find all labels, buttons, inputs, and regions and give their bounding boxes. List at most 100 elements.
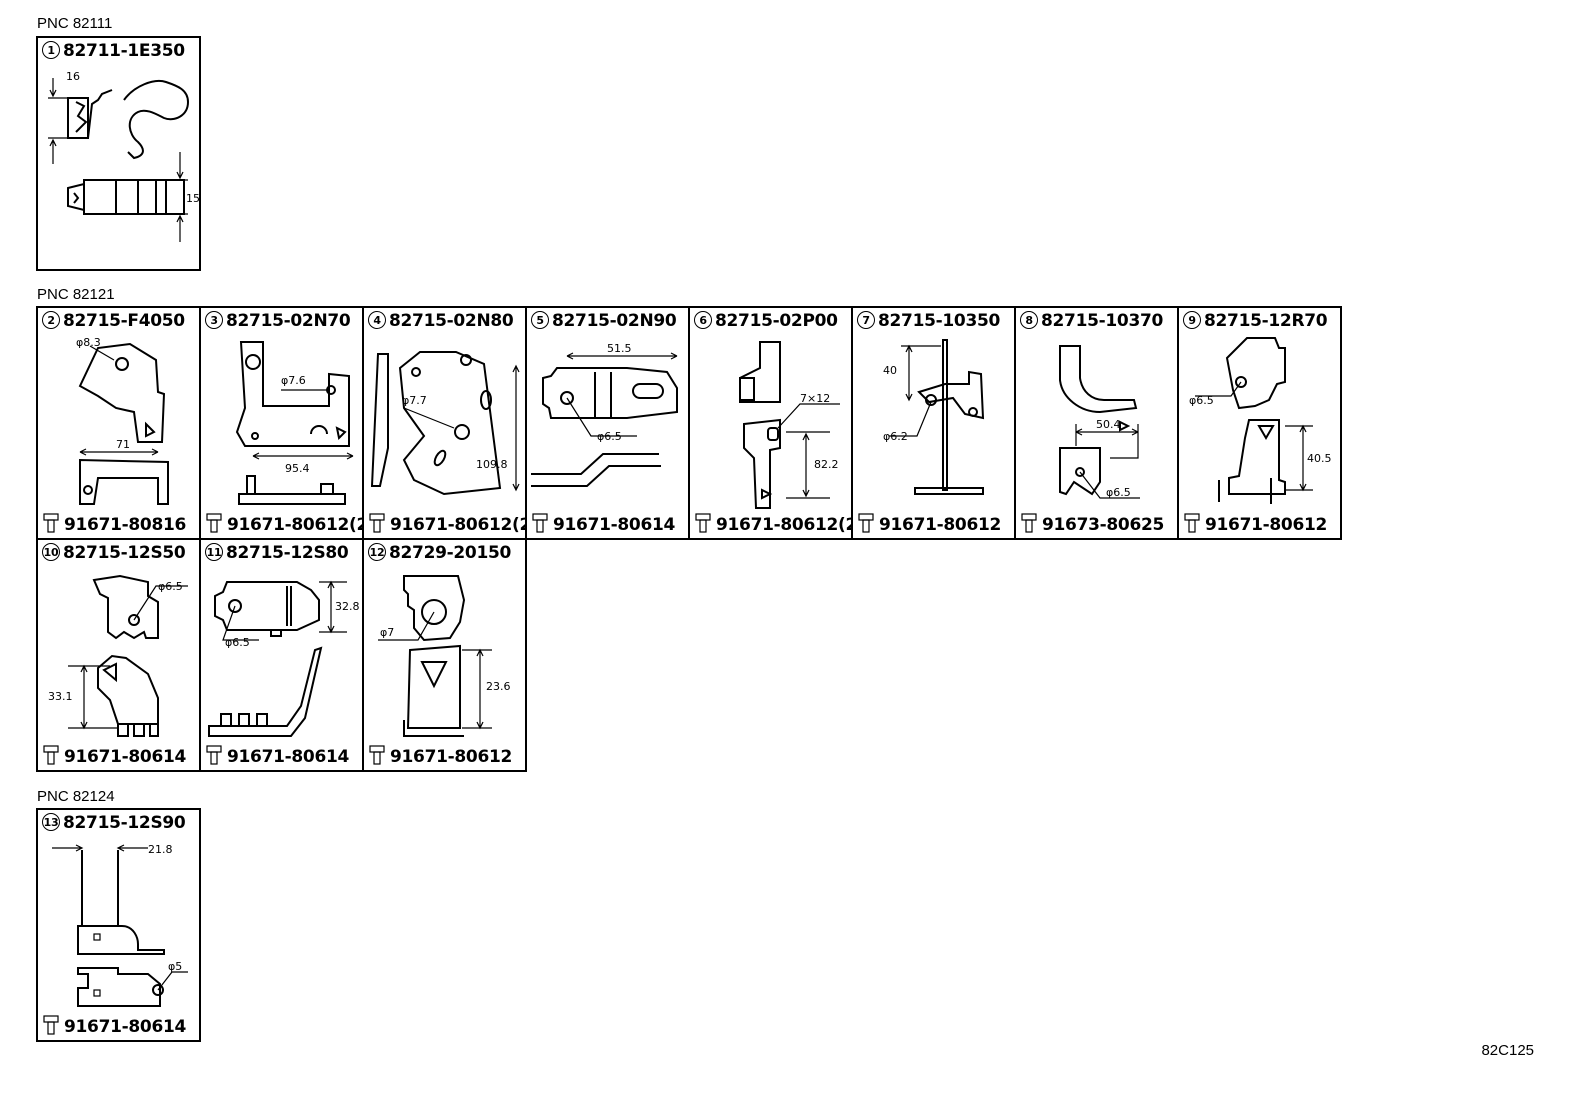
bracket-drawing: 51.5 φ6.5 bbox=[531, 342, 678, 487]
bracket-drawing: φ7.7 109.8 bbox=[370, 351, 520, 496]
part-number: 82715-12S90 bbox=[63, 813, 186, 833]
flange-bolt-icon bbox=[1021, 513, 1037, 533]
circled-number-badge: 1 bbox=[42, 41, 60, 59]
dim-label: 71 bbox=[116, 438, 130, 451]
flange-bolt-icon bbox=[858, 513, 874, 533]
dim-label: 82.2 bbox=[814, 458, 839, 471]
bracket-drawing: 32.8 φ6.5 bbox=[208, 580, 360, 737]
dim-label: φ7.6 bbox=[281, 374, 306, 387]
circled-number-badge: 10 bbox=[42, 543, 60, 561]
bolt-callout: 91671-80614 bbox=[42, 1014, 186, 1037]
dim-label: φ5 bbox=[168, 960, 182, 973]
dim-label: 40 bbox=[883, 364, 897, 377]
bolt-part-number: 91671-80612 bbox=[1205, 515, 1328, 535]
circled-number-badge: 6 bbox=[694, 311, 712, 329]
group-label-82121: PNC 82121 bbox=[37, 286, 115, 303]
bolt-callout: 91671-80614 bbox=[205, 744, 349, 767]
bolt-callout: 91671-80612(2) bbox=[205, 512, 362, 535]
dim-label: 51.5 bbox=[607, 342, 632, 355]
dim-label: 50.4 bbox=[1096, 418, 1121, 431]
part-number: 82715-12R70 bbox=[1204, 311, 1328, 331]
bolt-callout: 91671-80612(2) bbox=[694, 512, 853, 535]
diagram-code: 82C125 bbox=[1481, 1042, 1534, 1059]
dim-label: φ6.5 bbox=[597, 430, 622, 443]
part-number: 82729-20150 bbox=[389, 543, 512, 563]
bolt-part-number: 91671-80612 bbox=[879, 515, 1002, 535]
dim-label: 95.4 bbox=[285, 462, 310, 475]
circled-number-badge: 7 bbox=[857, 311, 875, 329]
circled-number-badge: 11 bbox=[205, 543, 223, 561]
dim-label: 32.8 bbox=[335, 600, 360, 613]
flange-bolt-icon bbox=[43, 745, 59, 765]
flange-bolt-icon bbox=[206, 513, 222, 533]
dim-label: 21.8 bbox=[148, 843, 173, 856]
bolt-part-number: 91671-80614 bbox=[227, 747, 350, 767]
bolt-part-number: 91673-80625 bbox=[1042, 515, 1165, 535]
bolt-callout: 91671-80816 bbox=[42, 512, 186, 535]
part-number: 82715-10370 bbox=[1041, 311, 1164, 331]
dim-label: 15 bbox=[186, 192, 200, 205]
dim-label: φ6.5 bbox=[158, 580, 183, 593]
circled-number-badge: 3 bbox=[205, 311, 223, 329]
bolt-callout: 91673-80625 bbox=[1020, 512, 1164, 535]
bracket-drawing: 50.4 φ6.5 bbox=[1059, 345, 1140, 499]
flange-bolt-icon bbox=[1184, 513, 1200, 533]
group-label-82124: PNC 82124 bbox=[37, 788, 115, 805]
bracket-drawing: 21.8 φ5 bbox=[52, 843, 188, 1007]
dim-label: 33.1 bbox=[48, 690, 73, 703]
part-number: 82715-12S50 bbox=[63, 543, 186, 563]
bracket-drawing: φ6.5 33.1 bbox=[48, 574, 188, 737]
bolt-callout: 91671-80612 bbox=[1183, 512, 1327, 535]
bolt-part-number: 91671-80614 bbox=[553, 515, 676, 535]
flange-bolt-icon bbox=[695, 513, 711, 533]
part-number: 82715-02N80 bbox=[389, 311, 514, 331]
bolt-part-number: 91671-80614 bbox=[64, 1017, 187, 1037]
part-number: 82715-02N90 bbox=[552, 311, 677, 331]
part-number: 82715-02N70 bbox=[226, 311, 351, 331]
dim-label: 16 bbox=[66, 70, 80, 83]
flange-bolt-icon bbox=[206, 745, 222, 765]
bracket-drawing: 40 φ6.2 bbox=[883, 339, 985, 495]
part-number: 82715-F4050 bbox=[63, 311, 185, 331]
group-label-82111: PNC 82111 bbox=[37, 15, 113, 32]
bracket-drawing: φ8.3 71 bbox=[76, 336, 169, 505]
circled-number-badge: 9 bbox=[1183, 311, 1201, 329]
bolt-part-number: 91671-80612 bbox=[390, 747, 513, 767]
circled-number-badge: 13 bbox=[42, 813, 60, 831]
part-number: 82711-1E350 bbox=[63, 41, 185, 61]
circled-number-badge: 4 bbox=[368, 311, 386, 329]
bolt-callout: 91671-80612(2) bbox=[368, 512, 527, 535]
bolt-part-number: 91671-80612(2) bbox=[716, 515, 853, 535]
bolt-part-number: 91671-80612(2) bbox=[390, 515, 527, 535]
flange-bolt-icon bbox=[532, 513, 548, 533]
bracket-drawing: 7×12 82.2 bbox=[739, 341, 840, 509]
flange-bolt-icon bbox=[369, 745, 385, 765]
part-number: 82715-12S80 bbox=[226, 543, 349, 563]
dim-label: φ6.5 bbox=[225, 636, 250, 649]
dim-label: 109.8 bbox=[476, 458, 508, 471]
dim-label: 23.6 bbox=[486, 680, 511, 693]
dim-label: 7×12 bbox=[800, 392, 830, 405]
circled-number-badge: 2 bbox=[42, 311, 60, 329]
dim-label: φ8.3 bbox=[76, 336, 101, 349]
